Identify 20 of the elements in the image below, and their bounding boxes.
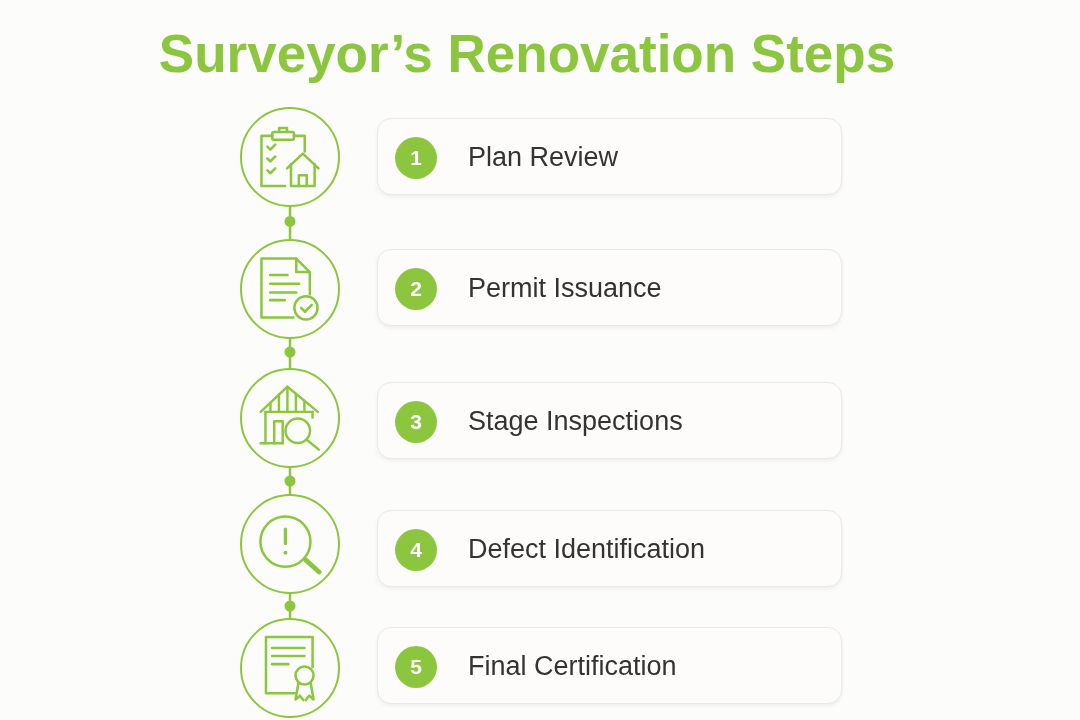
step-number-badge: 4 xyxy=(395,528,437,571)
connector-line xyxy=(288,339,292,368)
step-card xyxy=(377,382,842,459)
step-label: Plan Review xyxy=(468,141,619,174)
step-card xyxy=(377,249,842,326)
step-number-badge: 3 xyxy=(395,400,437,443)
connector-line xyxy=(288,207,292,239)
step-card xyxy=(377,118,842,195)
connector-line xyxy=(288,468,292,494)
title: Surveyor’s Renovation Steps xyxy=(158,24,896,84)
step-label: Stage Inspections xyxy=(468,405,683,438)
step-card xyxy=(377,510,842,587)
step-card xyxy=(377,627,842,704)
step-label: Permit Issuance xyxy=(468,272,662,305)
step-label: Final Certification xyxy=(468,650,677,683)
step-label: Defect Identification xyxy=(468,533,706,566)
step-number-badge: 2 xyxy=(395,267,437,310)
step-number-badge: 1 xyxy=(395,136,437,179)
connector-line xyxy=(288,594,292,618)
step-number-badge: 5 xyxy=(395,645,437,688)
